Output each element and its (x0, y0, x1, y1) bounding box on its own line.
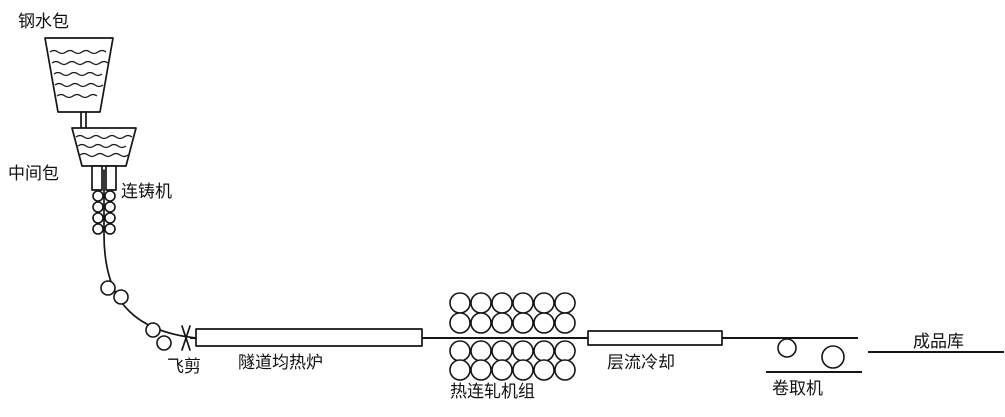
label-flying-shear: 飞剪 (167, 357, 201, 377)
mill-roll (491, 359, 513, 381)
label-tundish: 中间包 (8, 164, 59, 184)
mill-roll (533, 292, 555, 314)
liquid-wave (56, 93, 98, 99)
mill-roll (554, 292, 576, 314)
mill-roll (554, 340, 576, 362)
tundish-group (71, 127, 137, 167)
coiler-drum (821, 345, 845, 369)
mill-roll (512, 359, 534, 381)
bend-roll (100, 280, 116, 296)
mill-roll (470, 312, 492, 334)
mill-roll (554, 359, 576, 381)
mill-roll (512, 312, 534, 334)
label-laminar-cooling: 层流冷却 (607, 353, 675, 373)
mold-segment (105, 165, 117, 191)
label-ladle: 钢水包 (18, 12, 69, 32)
bend-roll (145, 322, 161, 338)
mill-roll (533, 340, 555, 362)
mill-roll (512, 292, 534, 314)
mill-roll (533, 359, 555, 381)
mold-segment (91, 165, 103, 191)
mill-roll (449, 359, 471, 381)
tunnel-furnace-shape (195, 328, 423, 347)
mill-roll (533, 312, 555, 334)
mill-roll (491, 340, 513, 362)
label-coiler: 卷取机 (772, 379, 823, 399)
mill-roll (449, 292, 471, 314)
mill-roll (449, 312, 471, 334)
caster-roll (104, 223, 116, 235)
label-hot-rolling-mill: 热连轧机组 (450, 382, 535, 402)
mill-roll (449, 340, 471, 362)
bend-roll (156, 335, 172, 351)
caster-roll (104, 212, 116, 224)
liquid-wave (51, 60, 109, 66)
liquid-wave (75, 134, 133, 140)
caster-roll (92, 223, 104, 235)
liquid-wave (53, 71, 103, 77)
mill-roll (491, 312, 513, 334)
flying-shear-icon (181, 325, 191, 351)
shear-blade (181, 325, 191, 351)
rolling-mill-group (449, 292, 576, 381)
bend-roll (113, 289, 129, 305)
liquid-wave (77, 143, 127, 149)
mill-roll (491, 292, 513, 314)
mill-roll (470, 359, 492, 381)
label-product-warehouse: 成品库 (913, 332, 964, 352)
mill-roll (512, 340, 534, 362)
caster-roll (92, 201, 104, 213)
laminar-cooling-shape (587, 330, 723, 346)
caster-group (91, 165, 197, 351)
coiler-pinch-roll (777, 338, 797, 358)
label-tunnel-furnace: 隧道均热炉 (238, 353, 323, 373)
caster-roll (92, 190, 104, 202)
label-caster: 连铸机 (121, 182, 172, 202)
caster-roll (92, 212, 104, 224)
liquid-wave (79, 152, 129, 158)
mill-roll (554, 312, 576, 334)
mill-roll (470, 292, 492, 314)
liquid-wave (49, 49, 107, 55)
liquid-wave (54, 82, 104, 88)
coiler-group (766, 338, 862, 373)
mill-roll (470, 340, 492, 362)
caster-roll (104, 201, 116, 213)
caster-roll (104, 190, 116, 202)
